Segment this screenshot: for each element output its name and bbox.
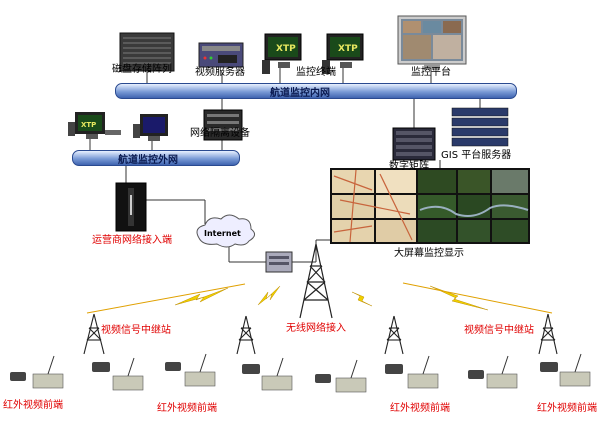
isolation-device-icon <box>203 109 243 141</box>
relay-tower-icon <box>538 313 558 355</box>
video-server-icon <box>198 42 244 68</box>
svg-text:XTP: XTP <box>338 44 358 54</box>
ir-frontend-label: 红外视频前端 <box>537 403 597 414</box>
workstation-icon <box>133 114 168 141</box>
ir-frontend-label: 红外视频前端 <box>390 403 450 414</box>
ir-camera-frontend-icons <box>10 353 591 393</box>
wireless-access-label: 无线网络接入 <box>286 323 346 334</box>
monitor-platform-icon <box>397 15 467 70</box>
relay-tower-icon <box>384 315 404 355</box>
workstation-icon: XTP <box>68 112 121 139</box>
carrier-access-icon <box>115 182 147 232</box>
big-screen-label: 大屏幕监控显示 <box>394 248 464 259</box>
wireless-signal-icons <box>174 285 489 311</box>
disk-array-label: 磁盘存储阵列 <box>112 64 172 75</box>
monitor-terminal-label: 监控终端 <box>296 67 336 78</box>
inner-network-bus-label: 航道监控内网 <box>270 88 330 99</box>
isolation-device-label: 网络隔离设备 <box>190 128 250 139</box>
gateway-icon <box>265 251 293 273</box>
monitor-platform-label: 监控平台 <box>411 67 451 78</box>
inner-network-bus <box>115 83 517 99</box>
ir-frontend-label: 红外视频前端 <box>3 400 63 411</box>
video-wall-icon <box>330 168 530 244</box>
relay-tower-icon <box>236 315 256 355</box>
digital-matrix-icon <box>392 127 436 161</box>
gis-server-icon <box>451 107 509 148</box>
monitor-terminal-icon: XTP <box>322 33 364 74</box>
internet-cloud-icon <box>196 214 255 248</box>
carrier-access-label: 运营商网络接入端 <box>92 235 172 246</box>
digital-matrix-label: 数字矩阵 <box>389 161 429 172</box>
video-server-label: 视频服务器 <box>195 67 245 78</box>
outer-network-bus-label: 航道监控外网 <box>118 155 178 166</box>
relay-station-label: 视频信号中继站 <box>464 325 534 336</box>
disk-array-icon <box>119 32 175 72</box>
relay-station-label: 视频信号中继站 <box>101 325 171 336</box>
relay-tower-icon <box>83 313 105 355</box>
svg-text:XTP: XTP <box>81 121 96 129</box>
monitor-terminal-icon: XTP <box>262 33 302 74</box>
svg-text:XTP: XTP <box>276 44 296 54</box>
wireless-tower-icon <box>299 243 333 319</box>
gis-server-label: GIS 平台服务器 <box>441 150 512 161</box>
outer-network-bus <box>72 150 240 166</box>
internet-label: Internet <box>204 229 241 238</box>
ir-frontend-label: 红外视频前端 <box>157 403 217 414</box>
